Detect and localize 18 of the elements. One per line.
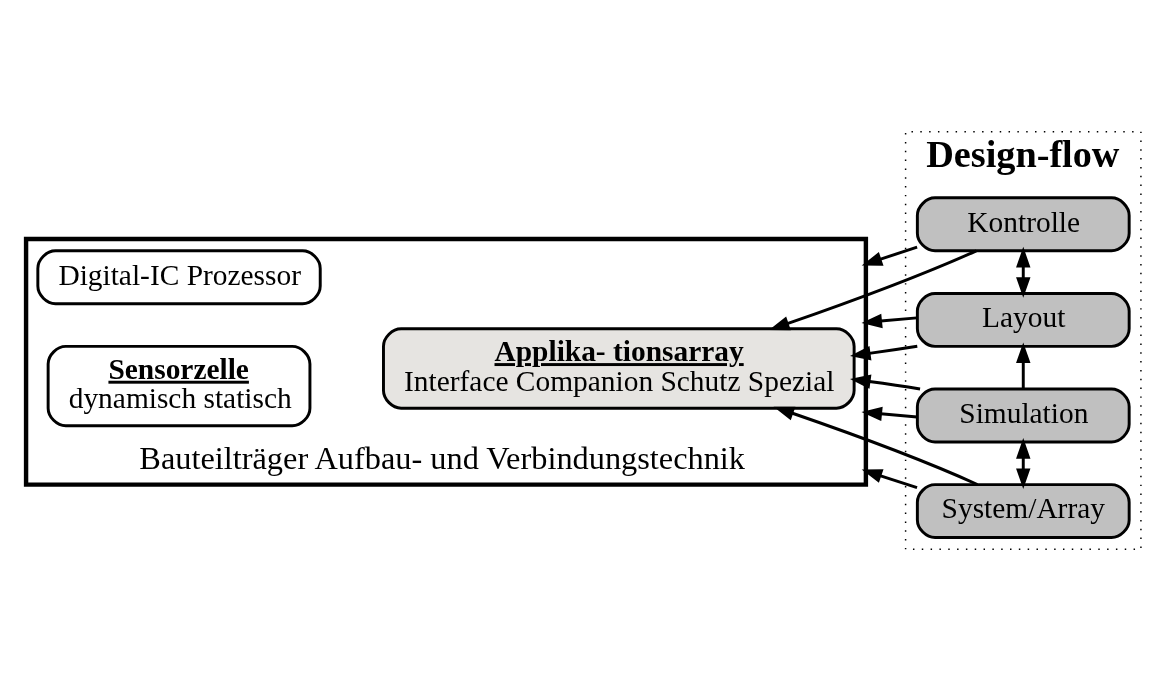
node-box: Simulation bbox=[915, 387, 1131, 443]
node-box: Kontrolle bbox=[915, 195, 1131, 252]
arrow bbox=[769, 249, 977, 330]
arrow bbox=[850, 344, 918, 360]
arrow bbox=[861, 245, 918, 266]
arrow bbox=[1016, 341, 1031, 389]
node-box: Digital-IC Prozessor bbox=[36, 248, 322, 305]
node-box: System/Array bbox=[915, 482, 1131, 539]
arrow bbox=[773, 406, 978, 486]
node-box: Sensorzelle dynamisch statisch bbox=[46, 344, 312, 427]
node-box: Applika- tionsarray Interface Companion Schutz Spezial bbox=[382, 326, 856, 410]
arrow bbox=[861, 468, 918, 489]
node-box: Layout bbox=[915, 291, 1131, 348]
arrow bbox=[850, 374, 921, 390]
arrow bbox=[861, 406, 918, 421]
arrow bbox=[861, 313, 918, 328]
arrow bbox=[1016, 437, 1031, 489]
arrow bbox=[1016, 246, 1031, 298]
